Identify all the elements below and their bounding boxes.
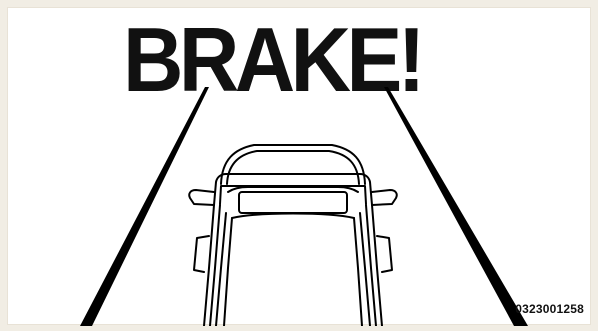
right-road-edge — [384, 87, 528, 326]
image-reference-code: 0323001258 — [515, 302, 584, 316]
warning-panel: BRAKE! — [7, 7, 591, 325]
collision-warning-scene — [8, 8, 592, 326]
left-road-edge — [80, 87, 209, 326]
vehicle-icon — [189, 145, 397, 326]
